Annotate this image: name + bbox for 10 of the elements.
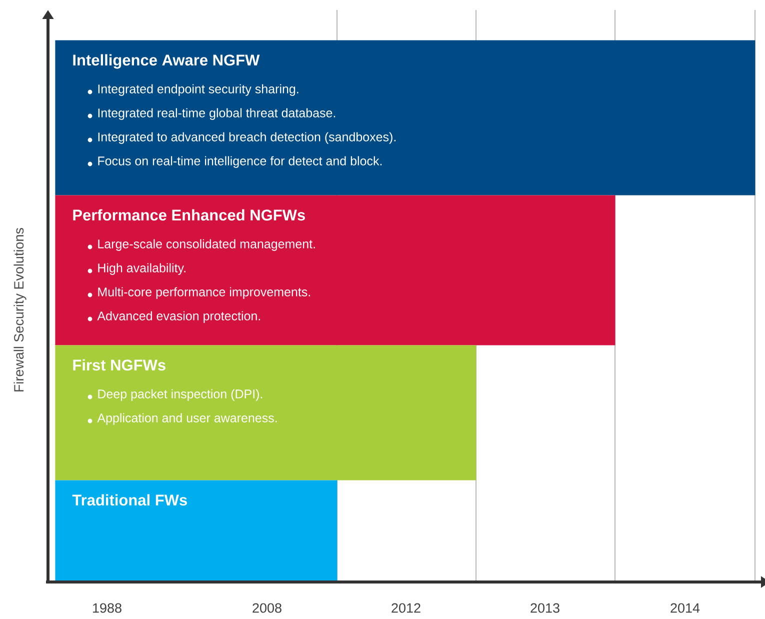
year-label: 1988 (93, 603, 122, 613)
timeline-band: Intelligence Aware NGFW Integrated endpoint security sharing. Integrated real-time global threat database. Integrated to advanced breach detection (sandboxes). Focus on real-time intelligence for detect and block. (55, 40, 756, 196)
axis-label: Firewall Security Evolutions (14, 228, 26, 392)
timeline-band: Performance Enhanced NGFWs Large-scale consolidated management. High availability. Multi-core performance improvements. Advanced evasion protection. (55, 195, 616, 346)
timeline-band: First NGFWs Deep packet inspection (DPI). Application and user awareness. (55, 345, 476, 480)
year-label: 2013 (530, 603, 560, 613)
timeline-band: Traditional FWs (55, 480, 338, 582)
year-label: 2012 (392, 603, 420, 613)
year-label: 2014 (670, 603, 700, 613)
year-label: 2008 (252, 603, 282, 613)
